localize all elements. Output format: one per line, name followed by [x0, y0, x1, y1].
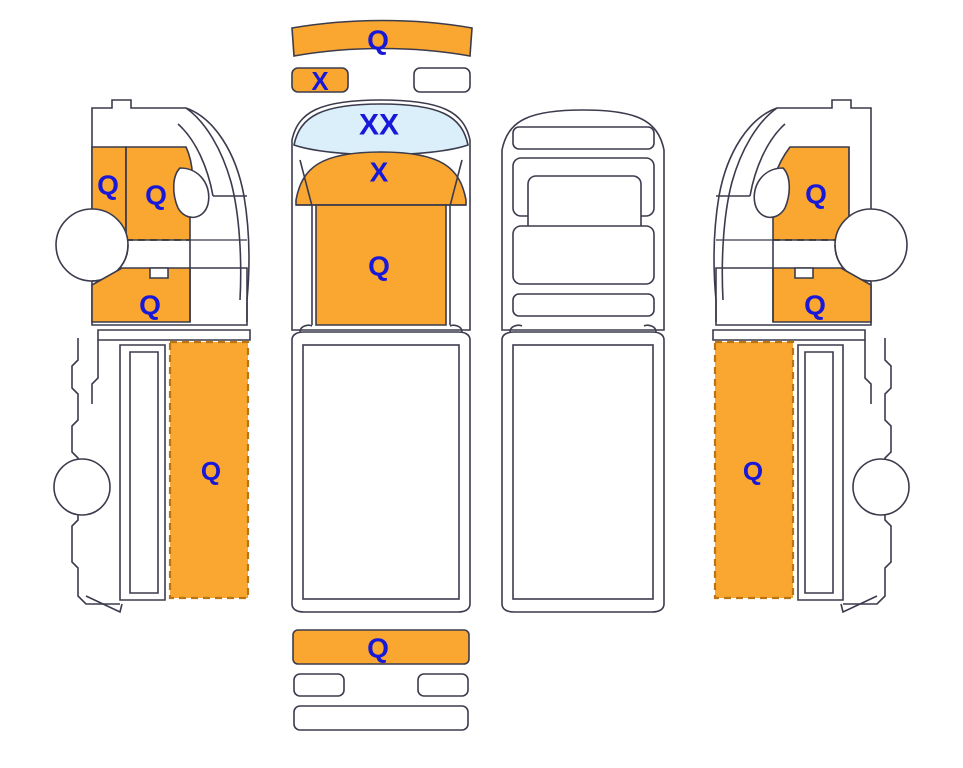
right-frame-profile: [843, 338, 892, 605]
rear-cargo-box-inner: [512, 344, 654, 600]
mark-left-rear-door: Q: [145, 180, 167, 211]
right-windshield-sweep: [721, 107, 778, 301]
front-rear-bumper-strip: [292, 629, 470, 665]
rear-upper-strip: [512, 126, 655, 150]
front-headlight-right: [413, 67, 471, 93]
mark-front-roof: Q: [367, 25, 389, 56]
front-headlight-left: [291, 67, 349, 93]
right-rear-wheel: [852, 458, 910, 516]
mark-front-headlight-left: X: [311, 66, 329, 96]
front-roof-strip: [291, 19, 473, 57]
front-upper-fascia: [295, 151, 467, 206]
rear-lower-strip: [512, 293, 655, 317]
front-pillar-left: [299, 159, 313, 325]
front-pillar-right: [449, 159, 463, 325]
mark-right-front-door: Q: [805, 179, 827, 210]
front-taillight-right: [417, 673, 469, 697]
left-cargo-frame-inner: [129, 351, 159, 594]
view-front: Q X XX X Q Q: [291, 19, 473, 731]
front-box-connector-left: [299, 324, 313, 333]
front-lower-valance: [293, 705, 469, 731]
mark-left-rocker: Q: [139, 290, 161, 321]
front-cargo-box-inner: [302, 344, 460, 600]
view-rear: [501, 109, 665, 613]
right-chassis-rail-top: [712, 329, 866, 341]
mark-left-front-door: Q: [97, 170, 119, 201]
left-rear-wheel: [53, 458, 111, 516]
rear-box-connector-left: [509, 324, 523, 333]
mark-right-cargo-side: Q: [743, 456, 763, 486]
left-windshield-sweep: [185, 107, 242, 301]
front-box-connector-right: [449, 324, 463, 333]
front-taillight-left: [293, 673, 345, 697]
left-nose-inner-sweep: [177, 123, 214, 197]
right-cargo-side-panel: [713, 340, 795, 600]
right-cab-lower-trim: [715, 267, 773, 322]
right-step-notch: [794, 267, 814, 279]
left-mirror: [172, 167, 210, 219]
left-step-notch: [149, 267, 169, 279]
view-right-side: Q Q Q: [712, 99, 910, 614]
rear-window-frame-lower: [512, 225, 655, 285]
left-cargo-side-panel: [168, 340, 250, 600]
left-cab-lower-trim: [190, 267, 248, 322]
left-rear-lower-step: [85, 595, 123, 614]
left-frame-inner-line: [91, 340, 99, 404]
right-nose-inner-sweep: [749, 123, 786, 197]
left-frame-profile: [71, 338, 120, 605]
right-mirror: [753, 167, 791, 219]
left-chassis-rail-top: [97, 329, 251, 341]
right-rear-lower-step: [840, 595, 878, 614]
right-cargo-frame-inner: [804, 351, 834, 594]
mark-right-rocker: Q: [804, 290, 826, 321]
view-left-side: Q Q Q Q: [53, 99, 251, 614]
rear-box-connector-right: [643, 324, 657, 333]
right-frame-inner-line: [864, 340, 872, 404]
mark-left-cargo-side: Q: [201, 456, 221, 486]
mark-front-windshield: XX: [359, 109, 399, 142]
mark-front-bumper: Q: [367, 633, 389, 664]
mark-front-upper-fascia: X: [370, 157, 389, 188]
mark-front-lower-fascia: Q: [368, 251, 390, 282]
